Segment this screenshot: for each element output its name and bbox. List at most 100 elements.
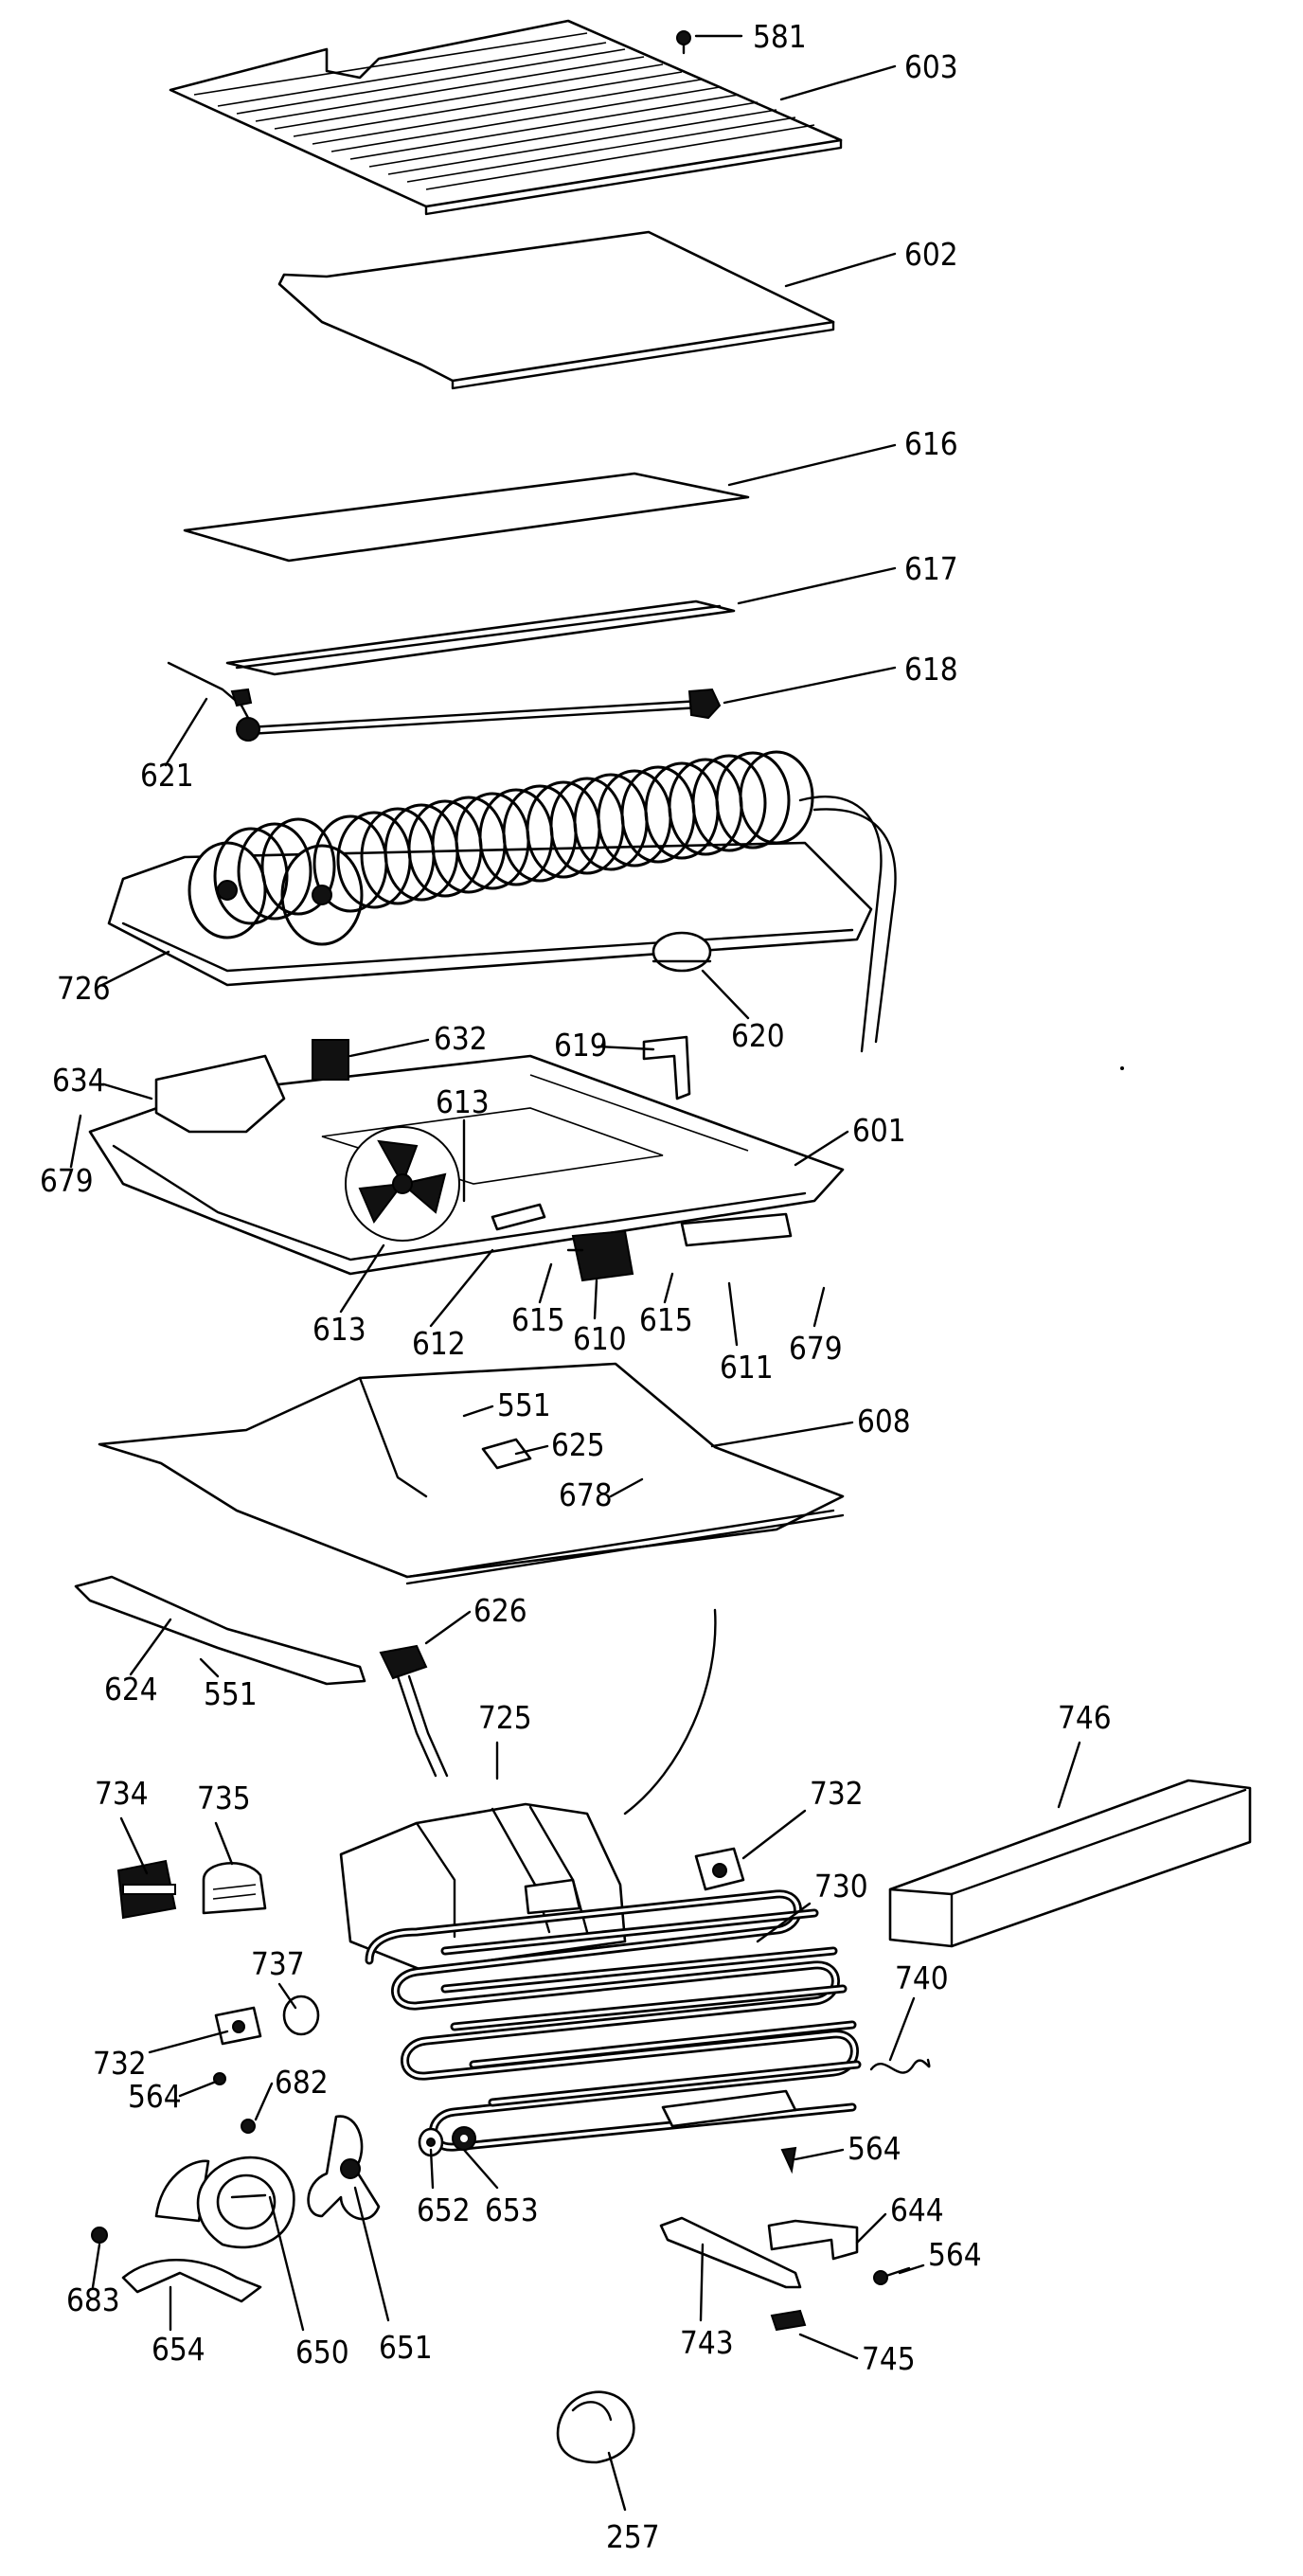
part-608-base xyxy=(98,1362,845,1585)
part-number-label: 734 xyxy=(95,1775,149,1812)
leader-line-634 xyxy=(102,1082,153,1100)
part-number-label: 613 xyxy=(436,1083,490,1120)
part-number-label: 746 xyxy=(1058,1699,1112,1736)
part-number-label: 617 xyxy=(904,550,958,587)
part-603-cover-panel xyxy=(169,19,843,216)
leader-line-624 xyxy=(129,1618,172,1676)
part-number-label: 634 xyxy=(52,1062,106,1099)
part-257-plug xyxy=(556,2390,635,2464)
leader-line-602 xyxy=(784,252,897,288)
part-number-label: 551 xyxy=(497,1386,551,1423)
part-650-condenser-fan-motor xyxy=(196,2156,295,2249)
part-653-nut xyxy=(452,2126,476,2151)
leader-line-616 xyxy=(727,443,897,487)
part-732-clip xyxy=(214,1847,745,2046)
part-number-label: 621 xyxy=(140,757,194,794)
part-number-label: 616 xyxy=(904,425,958,462)
part-number-label: 564 xyxy=(848,2130,901,2167)
part-number-label: 626 xyxy=(473,1592,527,1629)
leader-line-613 xyxy=(339,1243,385,1314)
leader-line-746 xyxy=(1057,1741,1081,1809)
leader-line-730 xyxy=(756,1902,812,1943)
spec-dot xyxy=(1120,1066,1124,1070)
part-number-label: 612 xyxy=(412,1325,466,1362)
leader-line-683 xyxy=(91,2243,101,2289)
part-644-bracket xyxy=(767,2219,859,2261)
leader-line-732 xyxy=(741,1809,807,1860)
leader-line-615 xyxy=(538,1262,553,1304)
part-number-label: 564 xyxy=(128,2078,182,2115)
part-618-heater xyxy=(236,688,722,742)
part-number-label: 608 xyxy=(857,1403,911,1440)
part-number-label: 618 xyxy=(904,651,958,688)
part-621-sensor xyxy=(167,661,253,720)
part-611-bracket xyxy=(680,1212,793,1247)
part-746-bracket xyxy=(888,1779,1252,1948)
part-number-label: 679 xyxy=(789,1330,843,1367)
part-number-label: 603 xyxy=(904,48,958,85)
part-number-label: 610 xyxy=(573,1320,627,1357)
leader-line-732 xyxy=(148,2030,229,2054)
leader-line-737 xyxy=(277,1982,297,2010)
part-number-label: 683 xyxy=(66,2281,120,2318)
part-617-strip xyxy=(225,599,736,676)
part-number-label: 564 xyxy=(928,2236,982,2273)
part-number-label: 732 xyxy=(93,2045,147,2082)
leader-line-608 xyxy=(710,1421,854,1448)
part-number-label: 682 xyxy=(275,2064,329,2101)
leader-line-679 xyxy=(69,1114,82,1169)
part-number-label: 743 xyxy=(680,2324,734,2361)
leader-line-564 xyxy=(898,2263,925,2275)
leader-line-644 xyxy=(855,2212,887,2245)
part-581-screw xyxy=(676,30,691,55)
part-726-evaporator xyxy=(107,750,897,1053)
part-602-panel xyxy=(277,230,835,390)
part-number-label: 257 xyxy=(606,2518,660,2555)
leader-line-615 xyxy=(663,1272,674,1304)
part-number-label: 651 xyxy=(379,2329,433,2366)
leader-line-257 xyxy=(607,2451,627,2512)
leader-line-743 xyxy=(699,2243,705,2322)
part-number-label: 730 xyxy=(814,1868,868,1905)
leader-line-617 xyxy=(737,566,897,605)
part-654-bracket xyxy=(121,2159,262,2303)
leader-line-564 xyxy=(794,2148,845,2161)
part-number-label: 632 xyxy=(434,1020,488,1057)
part-number-label: 615 xyxy=(639,1301,693,1338)
part-number-label: 737 xyxy=(251,1945,305,1982)
leader-line-632 xyxy=(348,1038,430,1058)
part-number-label: 653 xyxy=(485,2191,539,2228)
leader-line-551 xyxy=(199,1657,220,1678)
part-730-condenser-coil xyxy=(365,1889,862,2152)
leader-line-601 xyxy=(794,1130,849,1167)
leader-line-610 xyxy=(593,1279,598,1320)
part-number-label: 624 xyxy=(104,1671,158,1708)
part-drain-tube xyxy=(623,1608,717,1816)
leader-line-626 xyxy=(424,1610,472,1645)
part-number-label: 650 xyxy=(295,2334,349,2370)
part-number-label: 611 xyxy=(720,1349,774,1386)
part-number-label: 735 xyxy=(197,1780,251,1816)
part-626-fitting xyxy=(379,1644,449,1778)
leader-line-740 xyxy=(888,1996,916,2062)
part-number-label: 652 xyxy=(417,2191,471,2228)
leader-line-612 xyxy=(429,1248,494,1328)
part-number-label: 654 xyxy=(152,2331,205,2368)
leader-line-564 xyxy=(178,2080,218,2098)
part-number-label: 551 xyxy=(204,1675,258,1712)
part-613-fan-blade xyxy=(345,1126,460,1242)
part-616-insulation-sheet xyxy=(183,472,750,563)
part-number-label: 602 xyxy=(904,236,958,273)
part-number-label: 613 xyxy=(312,1311,366,1348)
part-number-label: 740 xyxy=(895,1959,949,1996)
leader-line-619 xyxy=(597,1045,655,1051)
part-number-label: 726 xyxy=(57,970,111,1007)
part-735-overload xyxy=(202,1862,267,1915)
part-624-brace xyxy=(74,1575,366,1686)
leader-line-745 xyxy=(798,2333,859,2360)
part-number-label: 644 xyxy=(890,2191,944,2228)
part-number-label: 601 xyxy=(852,1112,906,1149)
leader-line-726 xyxy=(100,950,170,987)
part-number-label: 619 xyxy=(554,1027,608,1064)
